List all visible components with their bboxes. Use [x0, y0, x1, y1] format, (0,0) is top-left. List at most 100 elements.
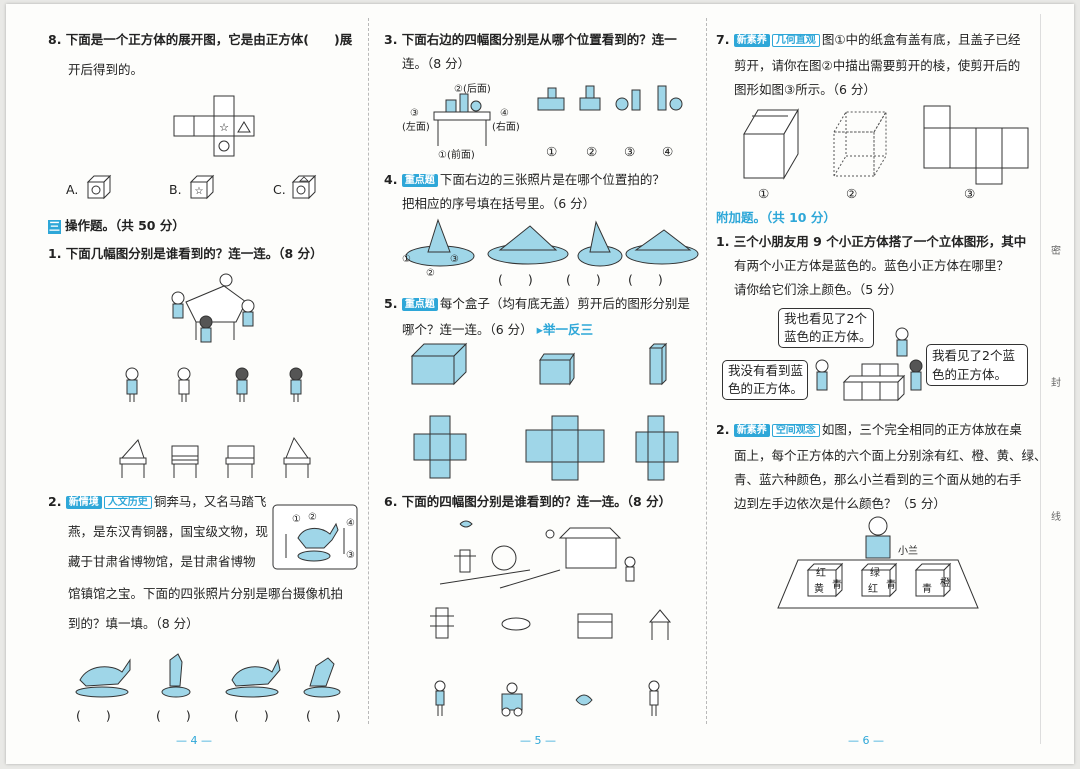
tag-geometric-intuition: 几何直观: [771, 34, 820, 47]
kid-3: [235, 367, 249, 402]
option-b-cube: ☆: [189, 174, 215, 200]
q7-line-2: 剪开，请你在图②中描出需要剪开的棱，使剪开后的: [734, 58, 1021, 73]
section-number: 三: [48, 220, 61, 234]
q2-number: 2.: [48, 494, 62, 509]
bubble-top-line-2: 蓝色的正方体。: [784, 329, 872, 344]
bonus-title: 附加题。（共 10 分）: [716, 210, 836, 225]
tag-key-question: 重点题: [401, 174, 438, 187]
speech-bubble-right: 我看见了2个蓝 色的正方体。: [926, 344, 1028, 386]
q7-line-3: 图形如图③所示。（6 分）: [734, 82, 876, 97]
q5-line-2-text: 哪个？连一连。（6 分）: [402, 322, 533, 337]
cube-stack-figure: [815, 327, 923, 402]
q4-header: 4. 重点题下面右边的三张照片是在哪个位置拍的？: [384, 172, 665, 188]
q7-mark-2: ②: [846, 186, 858, 201]
q7-header: 7. 新素养几何直观图①中的纸盒有盖有底，且盖子已经: [716, 32, 1021, 48]
girl-name: 小兰: [898, 546, 918, 557]
q3-line-2: 连。（8 分）: [402, 56, 471, 71]
cube3-side: 橙: [940, 578, 950, 589]
similar-practice-link[interactable]: ▸举一反三: [536, 322, 593, 337]
tag-humanities: 人文历史: [103, 496, 152, 509]
q6-viewers-bottom: [434, 680, 660, 717]
q3-back-label: ②(后面): [454, 84, 491, 95]
bonus-q1-line-2: 有两个小正方体是蓝色的。蓝色小正方体在哪里？: [734, 258, 1010, 273]
page-number-5: — 5 —: [520, 734, 556, 747]
q2-line-3: 藏于甘肃省博物馆，是甘肃省博物: [68, 554, 256, 569]
table-cubes-figure: [777, 516, 979, 609]
q3-mark-4: ④: [662, 144, 674, 159]
q2-line-1: 铜奔马，又名马踏飞: [153, 494, 267, 509]
seal-line-margin: 密 封 线: [1040, 14, 1075, 744]
page-number-6: — 6 —: [848, 734, 884, 747]
kid-2: [177, 367, 191, 402]
q4-blank-2[interactable]: ( ): [566, 272, 601, 287]
q4-line-1: 下面右边的三张照片是在哪个位置拍的？: [439, 172, 665, 187]
q2-blank-1[interactable]: ( ): [76, 708, 111, 723]
bonus-q1-line-3: 请你给它们涂上颜色。（5 分）: [734, 282, 903, 297]
q8-text-1: 8. 下面是一个正方体的展开图，它是由正方体( )展: [48, 32, 353, 47]
q4-pos-1: ①: [402, 254, 411, 265]
q4-blank-1[interactable]: ( ): [498, 272, 533, 287]
q3-mark-2: ②: [586, 144, 598, 159]
q3-left-label: (左面): [402, 122, 430, 133]
bonus-q2-line-3: 青、蓝六种颜色，那么小兰看到的三个面从她的右手: [734, 472, 1022, 487]
q5-line-2: 哪个？连一连。（6 分） ▸举一反三: [402, 322, 593, 338]
box-figure-1: [743, 108, 799, 180]
seal-mark-1: 密: [1051, 246, 1061, 257]
cube3-front: 青: [922, 584, 932, 595]
kids-row: [125, 367, 303, 402]
tag-new-literacy-2: 新素养: [733, 424, 770, 437]
page-number-4: — 4 —: [176, 734, 212, 747]
q2-header: 2. 新情境人文历史铜奔马，又名马踏飞: [48, 494, 266, 510]
q2-line-5: 到的？填一填。（8 分）: [68, 616, 199, 631]
q2-line-2: 燕，是东汉青铜器，国宝级文物，现: [68, 524, 269, 539]
bubble-top-line-1: 我也看见了2个: [784, 311, 867, 326]
q3-mark-1: ①: [546, 144, 558, 159]
q4-line-2: 把相应的序号填在括号里。（6 分）: [402, 196, 596, 211]
kid-4: [289, 367, 303, 402]
q5-number: 5.: [384, 296, 398, 311]
q4-number: 4.: [384, 172, 398, 187]
bonus-q2-line-2: 面上，每个正方体的六个面上分别涂有红、橙、黄、绿、: [734, 448, 1047, 463]
page-6: 7. 新素养几何直观图①中的纸盒有盖有底，且盖子已经 剪开，请你在图②中描出需要…: [708, 4, 1047, 747]
option-a: A.: [66, 182, 79, 197]
bubble-left-line-2: 色的正方体。: [728, 381, 804, 396]
bubble-right-line-1: 我看见了2个蓝: [932, 348, 1015, 363]
table-bottles-figure: [433, 93, 491, 146]
q7-number: 7.: [716, 32, 730, 47]
q8-text-2: 开后得到的。: [68, 62, 144, 77]
q7-mark-1: ①: [758, 186, 770, 201]
q3-right-label: (右面): [492, 122, 520, 133]
q6-text: 6. 下面的四幅图分别是谁看到的？连一连。（8 分）: [384, 494, 672, 509]
q3-left-num: ③: [410, 108, 419, 119]
q2-blank-4[interactable]: ( ): [306, 708, 341, 723]
box-net-figure-3: [923, 105, 1029, 185]
q7-mark-3: ③: [964, 186, 976, 201]
horse-camera-figure: [272, 504, 358, 570]
cam-2: ②: [308, 512, 317, 523]
cam-4: ④: [346, 518, 355, 529]
q4-photos-row: [405, 218, 699, 267]
tag-spatial-concept: 空间观念: [771, 424, 820, 437]
piano-scene: [171, 273, 255, 343]
cam-1: ①: [292, 514, 301, 525]
svg-text:☆: ☆: [219, 121, 229, 134]
q3-mark-3: ③: [624, 144, 636, 159]
cube1-side: 青: [832, 580, 842, 591]
q5-line-1: 每个盒子（均有底无盖）剪开后的图形分别是: [439, 296, 690, 311]
tag-key-question-2: 重点题: [401, 298, 438, 311]
cube1-front: 黄: [814, 584, 824, 595]
q5-nets-row: [413, 415, 679, 481]
section-three-title: 三操作题。（共 50 分）: [48, 218, 185, 234]
q2-blank-2[interactable]: ( ): [156, 708, 191, 723]
q4-blank-3[interactable]: ( ): [628, 272, 663, 287]
cube-net-figure: ☆: [173, 95, 255, 157]
q3-line-1: 3. 下面右边的四幅图分别是从哪个位置看到的？连一: [384, 32, 677, 47]
q2-blank-3[interactable]: ( ): [234, 708, 269, 723]
column-divider-1: [368, 18, 369, 724]
bonus-q2-header: 2. 新素养空间观念如图，三个完全相同的正方体放在桌: [716, 422, 1022, 438]
q5-header: 5. 重点题每个盒子（均有底无盖）剪开后的图形分别是: [384, 296, 690, 312]
bonus-q2-number: 2.: [716, 422, 730, 437]
speech-bubble-top: 我也看见了2个 蓝色的正方体。: [778, 308, 874, 348]
cube2-side: 青: [886, 580, 896, 591]
tag-new-literacy: 新素养: [733, 34, 770, 47]
